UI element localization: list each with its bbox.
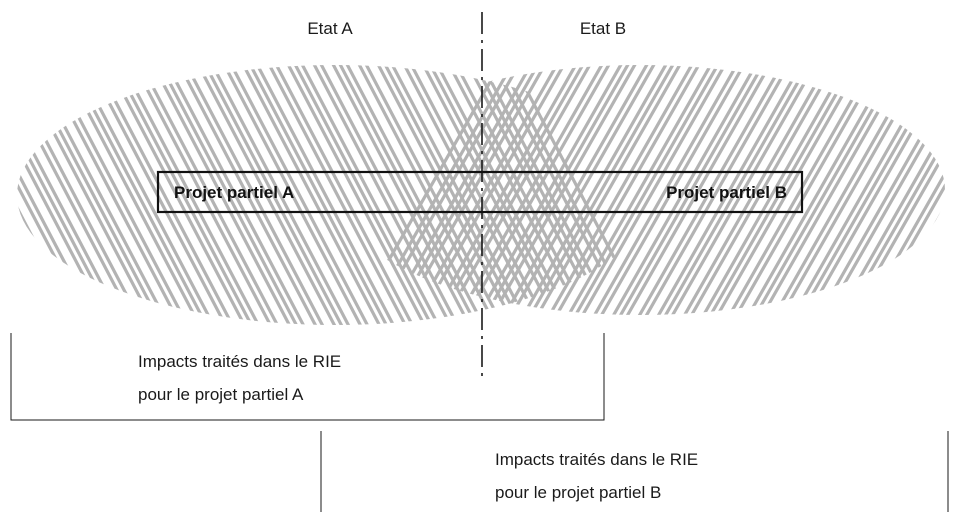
impacts-b-line1: Impacts traités dans le RIE (495, 450, 698, 469)
impacts-a-line1: Impacts traités dans le RIE (138, 352, 341, 371)
impacts-a-line2: pour le projet partiel A (138, 385, 304, 404)
project-a-label: Projet partiel A (174, 183, 294, 202)
state-a-label: Etat A (307, 19, 353, 38)
project-b-label: Projet partiel B (666, 183, 787, 202)
state-b-label: Etat B (580, 19, 626, 38)
state-a-hatched-area (17, 65, 653, 325)
state-b-hatched-area (335, 65, 945, 315)
impacts-b-line2: pour le projet partiel B (495, 483, 661, 502)
impacts-a-bracket (10, 333, 605, 421)
project-frame (156, 170, 804, 214)
